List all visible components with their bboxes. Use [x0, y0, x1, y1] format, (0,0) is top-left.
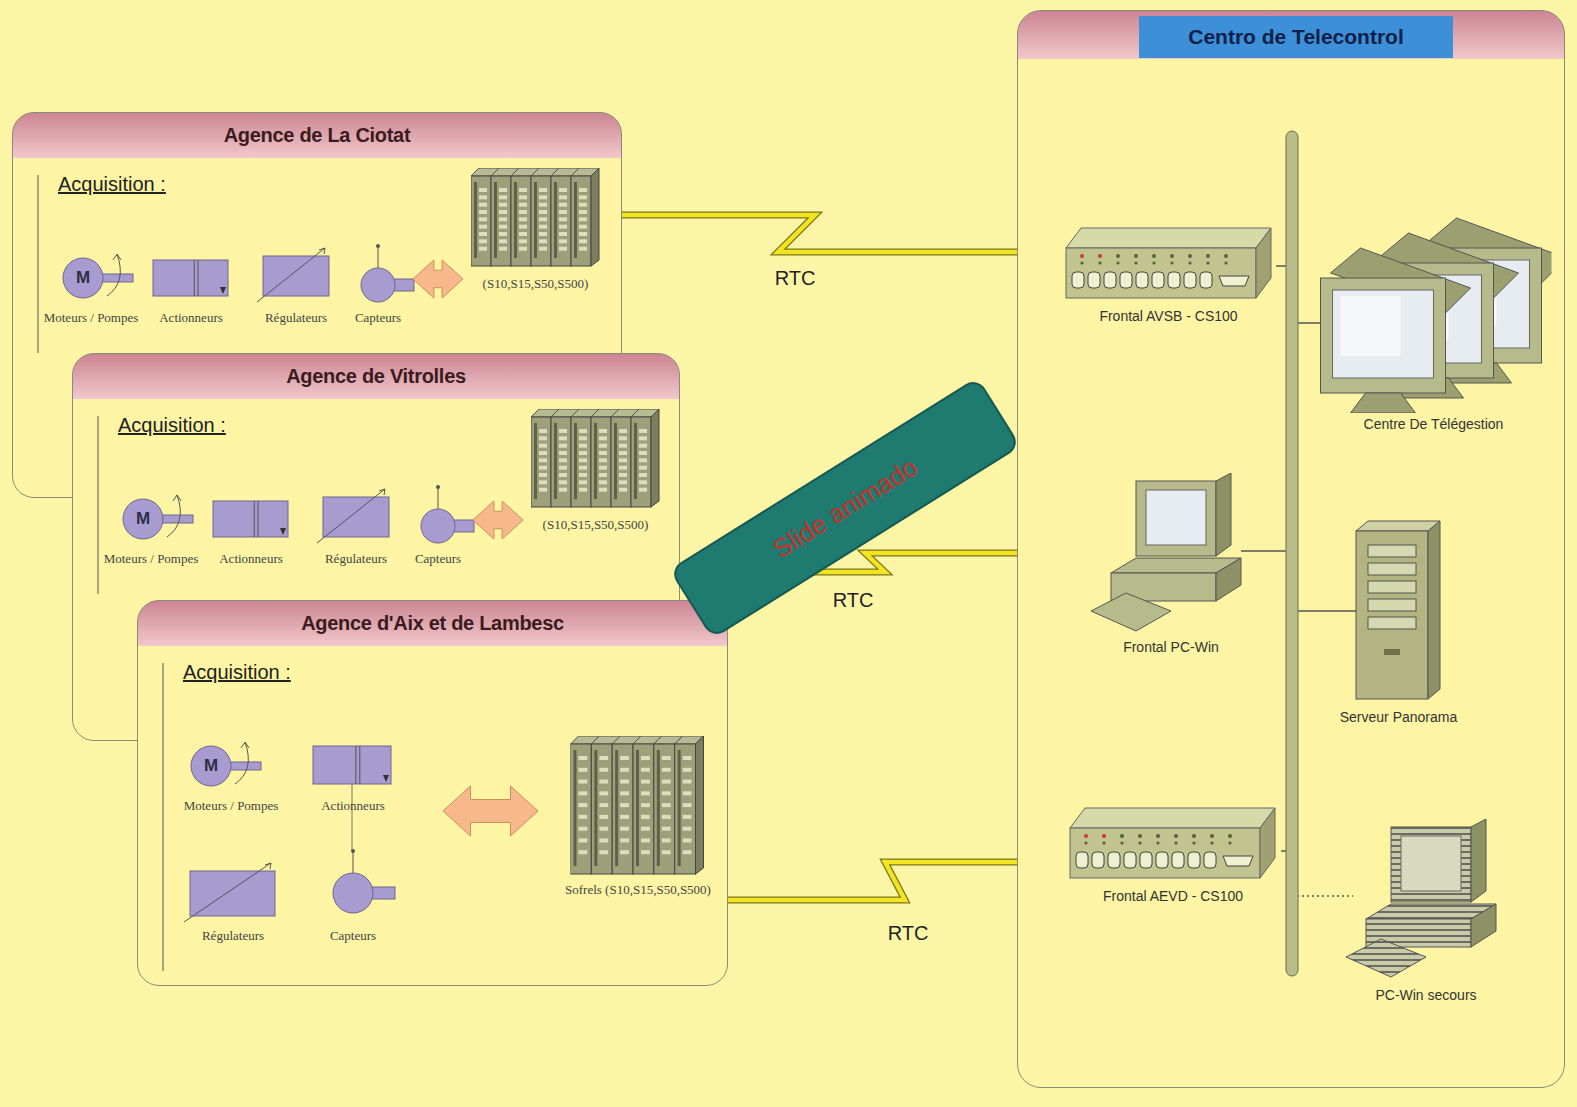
- device-caption: Capteurs: [355, 310, 401, 326]
- equipment-node: (S10,S15,S50,S500): [528, 409, 663, 544]
- device-caption: Moteurs / Pompes: [44, 310, 139, 326]
- center-title: Centro de Telecontrol: [1139, 16, 1453, 58]
- equipment-icon: [1346, 819, 1506, 983]
- equipment-caption: (S10,S15,S50,S500): [543, 517, 649, 533]
- equipment-icon: [471, 168, 601, 272]
- sofrel-rack: [471, 168, 601, 268]
- equipment-icon: [1091, 473, 1251, 637]
- section-heading: Acquisition :: [58, 173, 166, 196]
- equipment-node: Sofrels (S10,S15,S50,S500): [558, 736, 718, 921]
- rtc-link-group: [622, 215, 1061, 252]
- equipment-icon: [571, 736, 706, 880]
- device-caption: Capteurs: [415, 551, 461, 567]
- equipment-icon: [531, 409, 661, 513]
- agency-title: Agence de La Ciotat: [13, 113, 621, 158]
- equipment-icon: [1064, 226, 1274, 308]
- sofrel-rack: [571, 736, 706, 876]
- equipment-caption: Centre De Télégestion: [1364, 416, 1504, 432]
- section-heading: Acquisition :: [118, 414, 226, 437]
- equipment-caption: Serveur Panorama: [1340, 709, 1458, 725]
- equipment-node: PC-Win secours: [1336, 819, 1516, 1004]
- device-caption: Régulateurs: [325, 551, 387, 567]
- link-label: RTC: [886, 922, 931, 945]
- equipment-caption: Frontal PC-Win: [1123, 639, 1219, 655]
- equipment-node: Frontal AVSB - CS100: [1061, 226, 1276, 331]
- link-outline: [728, 862, 1063, 900]
- monitor-group: [1316, 213, 1551, 413]
- motor-letter: M: [76, 268, 90, 288]
- device-caption: Régulateurs: [202, 928, 264, 944]
- link-label: RTC: [773, 267, 818, 290]
- control-center-panel: Frontal AVSB - CS100Centre De Télégestio…: [1017, 10, 1565, 1088]
- pc-computer: [1091, 473, 1251, 633]
- section-heading: Acquisition :: [183, 661, 291, 684]
- device-caption: Actionneurs: [219, 551, 283, 567]
- equipment-caption: Frontal AEVD - CS100: [1103, 888, 1243, 904]
- device-caption: Régulateurs: [265, 310, 327, 326]
- equipment-icon: [1068, 806, 1278, 888]
- equipment-caption: Sofrels (S10,S15,S50,S500): [563, 882, 713, 898]
- rtc-link: [622, 215, 1061, 252]
- link-label: RTC: [831, 589, 876, 612]
- equipment-node: Centre De Télégestion: [1316, 213, 1551, 438]
- equipment-caption: (S10,S15,S50,S500): [483, 276, 589, 292]
- device-caption: Capteurs: [330, 928, 376, 944]
- frontal-modem: [1068, 806, 1278, 884]
- device-caption: Actionneurs: [159, 310, 223, 326]
- rtc-link: [728, 862, 1063, 900]
- frontal-modem: [1064, 226, 1274, 304]
- equipment-node: Frontal PC-Win: [1091, 473, 1251, 658]
- link-outline: [622, 215, 1061, 252]
- device-caption: Moteurs / Pompes: [104, 551, 199, 567]
- equipment-node: Serveur Panorama: [1331, 519, 1466, 729]
- server-tower: [1354, 519, 1444, 701]
- sofrel-rack: [531, 409, 661, 509]
- agency-title: Agence de Vitrolles: [73, 354, 679, 399]
- equipment-node: (S10,S15,S50,S500): [468, 168, 603, 303]
- device-caption: Moteurs / Pompes: [184, 798, 279, 814]
- equipment-icon: [1316, 213, 1551, 417]
- pc-computer: [1346, 819, 1506, 979]
- equipment-node: Frontal AEVD - CS100: [1063, 806, 1283, 911]
- rtc-link-group: [728, 862, 1063, 900]
- agency-panel: Sofrels (S10,S15,S50,S500) Agence d'Aix e…: [137, 600, 728, 986]
- motor-letter: M: [136, 509, 150, 529]
- equipment-icon: [1354, 519, 1444, 705]
- motor-letter: M: [204, 756, 218, 776]
- equipment-caption: Frontal AVSB - CS100: [1099, 308, 1237, 324]
- device-caption: Actionneurs: [321, 798, 385, 814]
- equipment-caption: PC-Win secours: [1375, 987, 1476, 1003]
- agency-title: Agence d'Aix et de Lambesc: [138, 601, 727, 646]
